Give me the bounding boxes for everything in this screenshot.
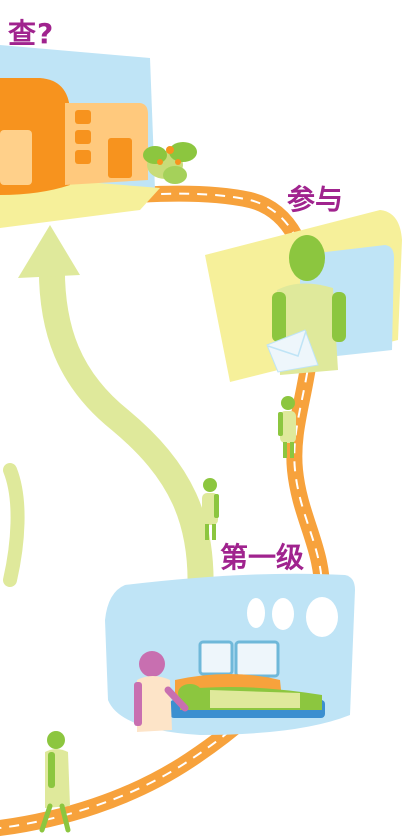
participation-scene [205, 210, 402, 382]
hospital-scene [105, 574, 355, 735]
arrow-up-icon [10, 225, 201, 600]
stage-label-participation: 参与 [287, 178, 343, 218]
stage-label-first-level: 第一级 [220, 536, 304, 576]
stage-label-top: 查? [8, 12, 54, 52]
walking-person-icon [278, 396, 296, 458]
